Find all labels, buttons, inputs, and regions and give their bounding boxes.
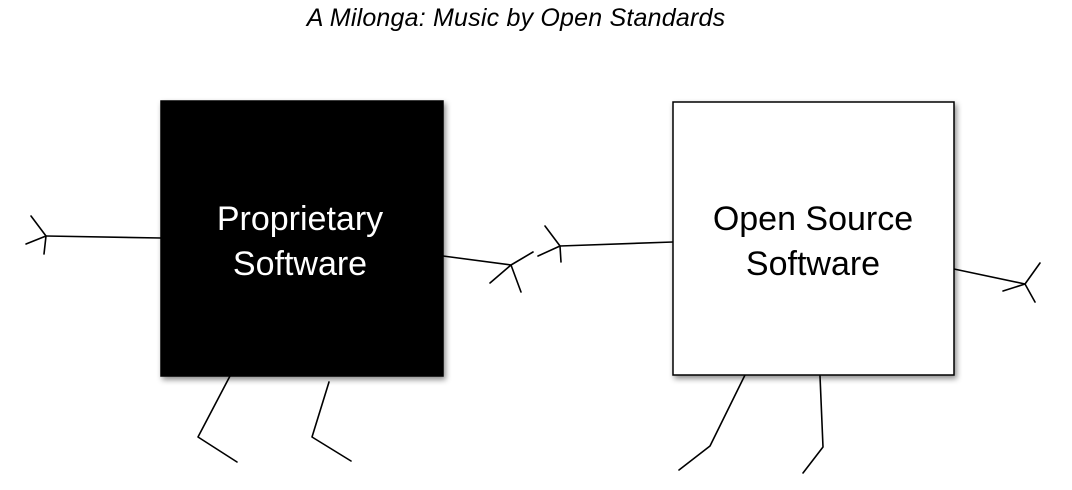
open-source-figure: Open Source Software — [537, 101, 1041, 474]
proprietary-label-line-2: Software — [233, 245, 367, 283]
proprietary-right-hand — [489, 251, 534, 293]
proprietary-label-line-1: Proprietary — [217, 200, 383, 238]
open-source-label-line-1: Open Source — [713, 200, 913, 238]
proprietary-software-box — [160, 100, 444, 377]
proprietary-right-leg — [311, 381, 352, 462]
proprietary-figure: Proprietary Software — [25, 100, 534, 463]
proprietary-left-leg — [197, 375, 238, 463]
open-source-right-leg — [802, 375, 824, 474]
open-source-left-leg — [678, 374, 746, 471]
diagram-title: A Milonga: Music by Open Standards — [306, 4, 726, 32]
open-source-right-arm — [953, 268, 1026, 285]
open-source-left-arm — [559, 241, 674, 247]
proprietary-left-arm — [45, 235, 162, 239]
open-source-label-line-2: Software — [746, 245, 880, 283]
open-source-left-hand — [537, 225, 562, 263]
open-source-software-box — [672, 101, 955, 376]
open-source-right-hand — [1002, 262, 1041, 303]
proprietary-left-hand — [25, 215, 47, 255]
proprietary-right-arm — [442, 255, 512, 266]
